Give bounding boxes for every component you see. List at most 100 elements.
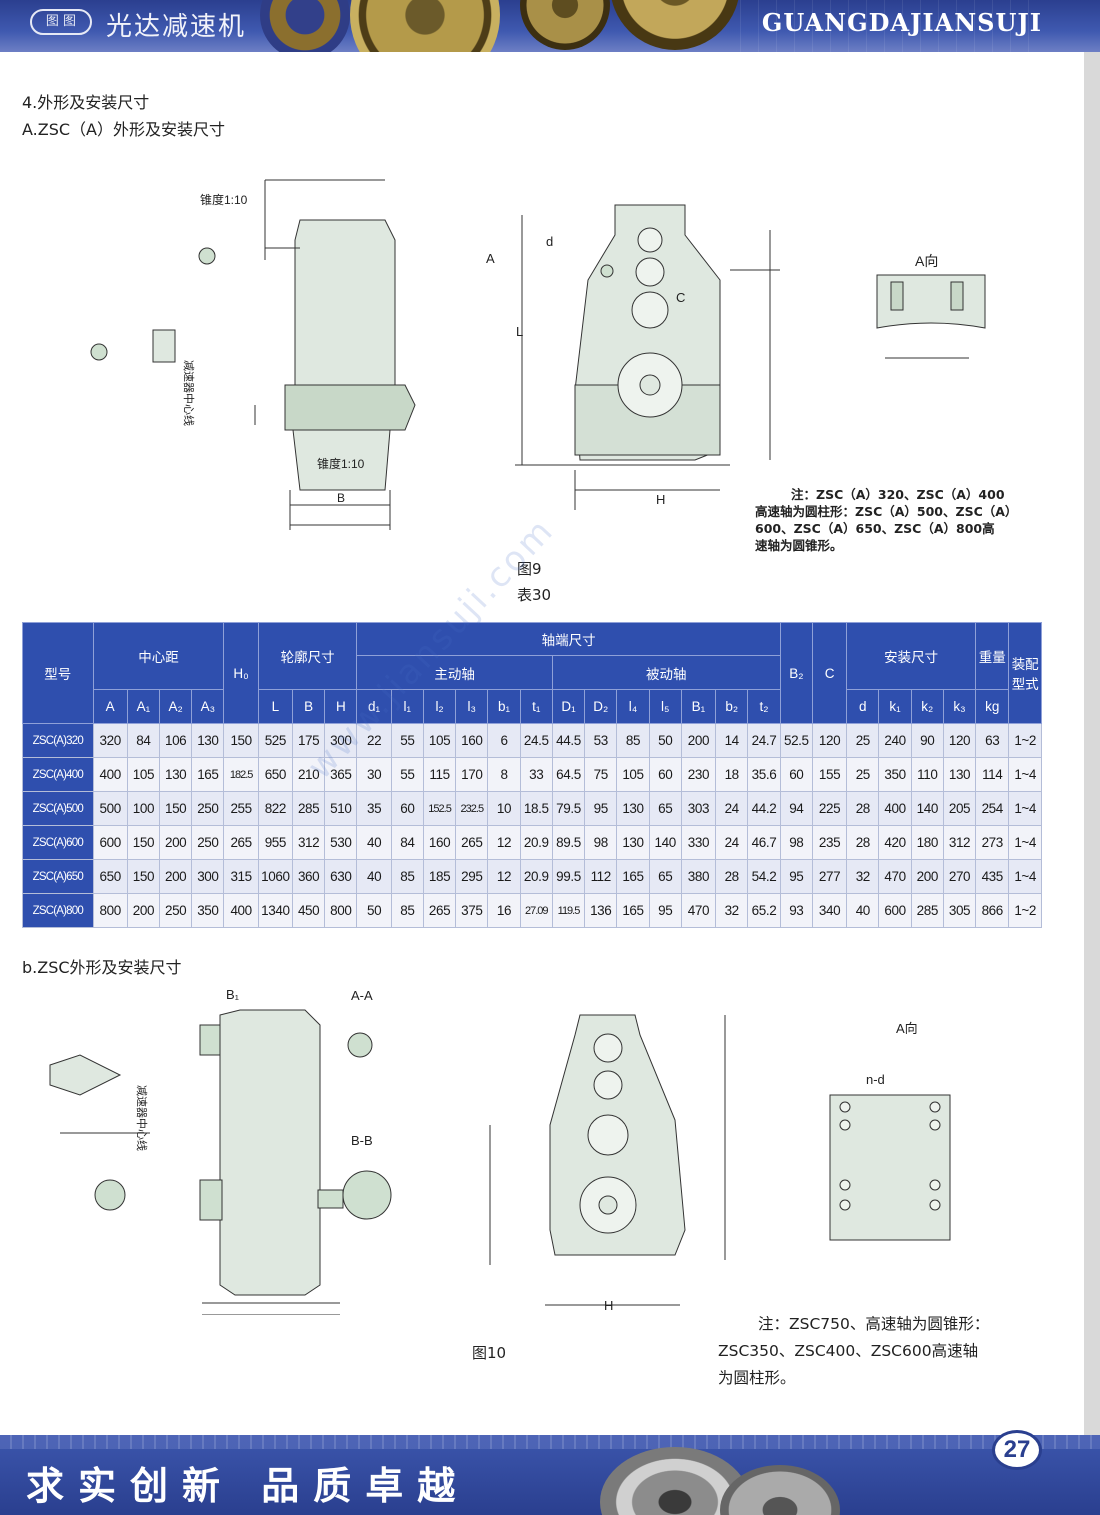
table-cell: 18 [715, 757, 749, 792]
table-cell: 98 [779, 825, 813, 860]
table-cell: 350 [878, 757, 912, 792]
table-cell: 65 [648, 791, 682, 826]
col-header-weight: 重量 [975, 622, 1010, 690]
table-cell: 24 [715, 825, 749, 860]
table-cell: 200 [910, 859, 944, 894]
note-line: 600、ZSC（A）650、ZSC（A）800高 [755, 521, 995, 536]
table-cell: 200 [680, 723, 717, 758]
table-cell: 93 [779, 893, 813, 928]
col-header-outline: 轮廓尺寸 [257, 622, 358, 690]
table-cell: 150 [126, 825, 161, 860]
table-cell: 800 [92, 893, 128, 928]
table-cell: 600 [92, 825, 128, 860]
col-header-h0: H₀ [223, 622, 259, 724]
brand-name: 光达减速机 [106, 12, 247, 42]
table-cell: 600 [878, 893, 912, 928]
model-cell: ZSC(A)800 [22, 893, 94, 928]
gear-decoration [350, 0, 500, 52]
table-cell: 54.2 [747, 859, 781, 894]
table-cell: 50 [648, 723, 682, 758]
footer-slogan: 求实创新 品质卓越 [26, 1463, 470, 1508]
table-cell: 1~2 [1008, 723, 1042, 758]
table-cell: 866 [975, 893, 1010, 928]
centerline-label: 减速器中心线 [182, 360, 196, 426]
table-cell: 114 [975, 757, 1010, 792]
dim-label: H [656, 492, 665, 507]
table-cell: 175 [291, 723, 326, 758]
col-header-center-distance: 中心距 [92, 622, 225, 690]
gear-decoration [260, 0, 350, 52]
col-header: l₁ [390, 689, 424, 724]
table-cell: 40 [846, 893, 880, 928]
table-cell: 25 [846, 757, 880, 792]
table-cell: 115 [422, 757, 457, 792]
table-cell: 250 [191, 825, 225, 860]
table-cell: 1~4 [1008, 757, 1042, 792]
table-cell: 235 [811, 825, 848, 860]
table-cell: 180 [910, 825, 944, 860]
col-header: t₁ [519, 689, 553, 724]
table-cell: 650 [257, 757, 293, 792]
table-cell: 24.5 [519, 723, 553, 758]
table-cell: 65 [648, 859, 682, 894]
note-line: 注：ZSC（A）320、ZSC（A）400 [791, 487, 1005, 502]
table-cell: 150 [126, 859, 161, 894]
table-cell: 277 [811, 859, 848, 894]
table-cell: 22 [356, 723, 392, 758]
col-header: D₂ [584, 689, 618, 724]
model-cell: ZSC(A)400 [22, 757, 94, 792]
table-cell: 35 [356, 791, 392, 826]
table-cell: 285 [291, 791, 326, 826]
table-cell: 40 [356, 825, 392, 860]
table-cell: 160 [422, 825, 457, 860]
table-cell: 35.6 [747, 757, 781, 792]
col-header: A₁ [126, 689, 161, 724]
view-label: A向 [915, 253, 938, 269]
footer-pattern [0, 1435, 1100, 1449]
table-cell: 28 [846, 791, 880, 826]
table-cell: 85 [616, 723, 650, 758]
gear-decoration [520, 0, 610, 50]
model-cell: ZSC(A)320 [22, 723, 94, 758]
col-header: l₃ [455, 689, 489, 724]
table-cell: 46.7 [747, 825, 781, 860]
col-header: b₂ [715, 689, 749, 724]
section-subheading: A.ZSC（A）外形及安装尺寸 [22, 120, 225, 139]
table-cell: 400 [878, 791, 912, 826]
col-header: t₂ [747, 689, 781, 724]
table-cell: 295 [455, 859, 489, 894]
table-cell: 44.5 [551, 723, 586, 758]
table-cell: 165 [191, 757, 225, 792]
table-cell: 12 [487, 825, 521, 860]
note-line: ZSC350、ZSC400、ZSC600高速轴 [718, 1342, 979, 1360]
dim-label: B [337, 491, 345, 505]
dimension-table: 型号 中心距 H₀ 轮廓尺寸 轴端尺寸 B₂ C 安装尺寸 重量 装配型式 主动… [22, 622, 1042, 928]
table-cell: 530 [324, 825, 358, 860]
table-cell: 270 [942, 859, 977, 894]
table-cell: 136 [584, 893, 618, 928]
table-cell: 400 [223, 893, 259, 928]
table-cell: 65.2 [747, 893, 781, 928]
table-cell: 14 [715, 723, 749, 758]
page-number: 27 [992, 1430, 1042, 1470]
table-cell: 90 [910, 723, 944, 758]
table-cell: 340 [811, 893, 848, 928]
table-cell: 140 [648, 825, 682, 860]
table-cell: 200 [126, 893, 161, 928]
view-arrow-label: A [486, 251, 495, 266]
section-label: B-B [351, 1133, 373, 1148]
table-cell: 20.9 [519, 859, 553, 894]
col-header-b2: B₂ [779, 622, 813, 724]
table-cell: 205 [942, 791, 977, 826]
table-cell: 250 [191, 791, 225, 826]
col-header: d₁ [356, 689, 392, 724]
page-footer: 求实创新 品质卓越 [0, 1435, 1100, 1515]
table-cell: 30 [356, 757, 392, 792]
section-heading: b.ZSC外形及安装尺寸 [22, 958, 182, 977]
table-cell: 525 [257, 723, 293, 758]
table-cell: 28 [846, 825, 880, 860]
fig10-side-view: B₁ A-A B-B 减速器中心线 [30, 985, 430, 1315]
